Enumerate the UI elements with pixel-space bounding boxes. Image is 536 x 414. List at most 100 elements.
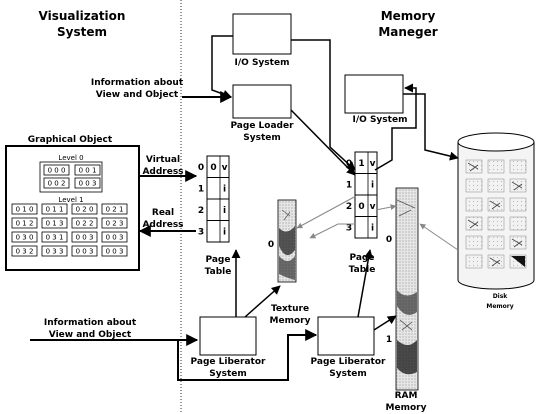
level1-cell: 0 3 2 [16, 248, 34, 256]
virtual-address-line1: Virtual [146, 155, 180, 165]
level1-cell-box [101, 203, 128, 215]
disk-page-tile [509, 159, 527, 174]
info-bottom-line2: View and Object [49, 330, 132, 340]
page-table-right-row [354, 216, 378, 239]
disk-page-tile [487, 178, 505, 193]
level1-cell-box [71, 231, 98, 243]
level1-cell: 0 2 1 [106, 206, 124, 214]
disk-page-texture-mark [511, 181, 523, 191]
io-top-to-loader-connector [211, 35, 233, 99]
real-address-line1: Real [152, 208, 174, 218]
level1-cell: 0 0 3 [76, 248, 94, 256]
io-system-top-box [232, 13, 292, 55]
texture-memory-column [277, 199, 297, 283]
level1-cell: 0 1 3 [46, 220, 64, 228]
page-table-left-flag: i [223, 206, 226, 216]
graphical-object-title: Graphical Object [28, 135, 113, 145]
page-table-right-index: 1 [346, 181, 352, 191]
level1-cell: 0 1 1 [46, 206, 64, 214]
level1-cell: 0 1 0 [16, 206, 34, 214]
level0-frame [39, 161, 103, 193]
ram-memory-label-line1: RAM [395, 391, 418, 401]
page-table-to-texture-connector-2 [309, 223, 356, 239]
loader-to-page-table-connector [290, 109, 356, 176]
io-system-right-label: I/O System [353, 115, 408, 125]
level1-cell: 0 1 2 [16, 220, 34, 228]
level1-cell-box [41, 245, 68, 257]
info-top-line2: View and Object [96, 90, 179, 100]
level1-cell-box [11, 203, 38, 215]
page-table-left-index: 0 [198, 163, 204, 173]
level1-cell-box [101, 245, 128, 257]
page-loader-box [232, 84, 292, 119]
page-liberator-right-label-line2: System [329, 369, 367, 379]
liberator-right-to-ram-connector [373, 315, 397, 331]
page-table-right-flag: i [371, 181, 374, 191]
level0-cell: 0 0 2 [48, 180, 66, 188]
level1-cell-box [71, 203, 98, 215]
level1-cell-box [101, 217, 128, 229]
disk-page-tile [509, 197, 527, 212]
level1-label: Level 1 [58, 196, 83, 204]
disk-page-dark-mark [511, 256, 525, 267]
page-table-right-flag: i [371, 224, 374, 234]
disk-page-tile [465, 178, 483, 193]
page-liberator-left-label-line1: Page Liberator [191, 357, 266, 367]
disk-page-tile [487, 216, 505, 231]
texture-memory-slot: 0 [268, 240, 274, 250]
page-liberator-left-label-line2: System [209, 369, 247, 379]
page-table-left-index: 3 [198, 228, 204, 238]
level1-cell: 0 2 0 [76, 206, 94, 214]
level0-cell-box [43, 177, 70, 189]
level1-cell-box [41, 231, 68, 243]
ram-slot-0: 0 [386, 235, 392, 245]
page-table-right-label-line2: Table [349, 265, 376, 275]
disk-to-ram-connector [419, 223, 459, 251]
page-table-left-flag: i [223, 228, 226, 238]
level0-cell: 0 0 0 [48, 167, 66, 175]
disk-page-texture-mark [511, 238, 523, 248]
page-table-right-value: 1 [358, 159, 364, 169]
disk-page-tile [465, 197, 483, 212]
level1-cell-box [11, 231, 38, 243]
disk-page-tile [509, 216, 527, 231]
page-table-right-index: 3 [346, 224, 352, 234]
page-table-right-flag: v [370, 159, 376, 169]
disk-page-texture-mark [467, 219, 479, 229]
real-address-line2: Address [142, 220, 183, 230]
ram-memory-column [395, 187, 419, 391]
level1-cell-box [101, 231, 128, 243]
left-title-line1: Visualization [39, 9, 126, 23]
disk-memory-cylinder [457, 132, 535, 290]
level1-cell: 0 3 0 [16, 234, 34, 242]
page-table-left-index: 1 [198, 185, 204, 195]
io-system-right-box [344, 74, 404, 114]
level1-cell: 0 0 3 [106, 234, 124, 242]
io-system-top-label: I/O System [235, 58, 290, 68]
page-loader-label-line2: System [243, 133, 281, 143]
page-liberator-right-label-line1: Page Liberator [311, 357, 386, 367]
info-bottom-line1: Information about [44, 318, 137, 328]
right-title-line2: Maneger [378, 25, 437, 39]
level1-cell-box [11, 245, 38, 257]
page-table-left-row [206, 220, 230, 243]
liberator-right-to-page-table-connector [357, 249, 374, 318]
page-table-left-label-line1: Page [206, 255, 231, 265]
page-table-to-texture-connector [296, 195, 357, 229]
level0-cell: 0 0 1 [79, 167, 97, 175]
level1-cell-box [41, 203, 68, 215]
page-table-left-value: 0 [210, 163, 216, 173]
page-table-to-io-right-connector [374, 83, 417, 171]
texture-memory-label-line1: Texture [271, 304, 309, 314]
level1-cell-box [71, 217, 98, 229]
io-right-to-disk-connector [403, 93, 459, 161]
disk-page-tile [465, 235, 483, 250]
page-liberator-right-box [317, 316, 375, 356]
page-table-left-flag: v [222, 163, 228, 173]
liberator-left-to-texture-connector [244, 285, 281, 318]
level0-cell-box [74, 164, 101, 176]
disk-page-tile [465, 254, 483, 269]
level1-cell: 0 0 3 [76, 234, 94, 242]
level1-cell-box [41, 217, 68, 229]
